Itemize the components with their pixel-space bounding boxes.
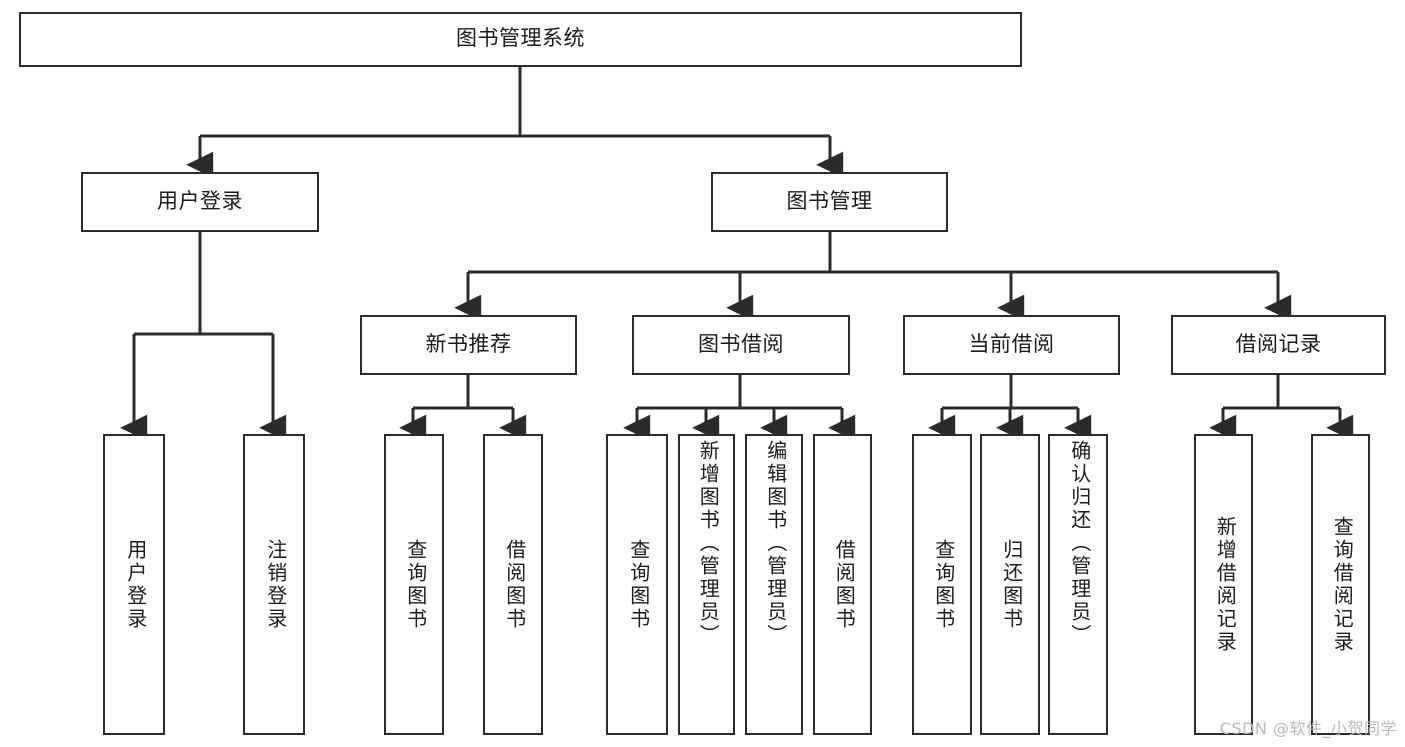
node-label: 查询图书 [626, 538, 649, 631]
node-borrow-record[interactable]: 借阅记录 [1171, 315, 1386, 375]
node-label: 用户登录 [123, 538, 146, 631]
leaf-user-login[interactable]: 用户登录 [103, 434, 165, 735]
leaf-add-borrow-record[interactable]: 新增借阅记录 [1194, 434, 1253, 735]
node-new-book-recommend[interactable]: 新书推荐 [360, 315, 577, 375]
leaf-add-book-admin[interactable]: 新增图书（管理员） [678, 434, 735, 735]
leaf-logout-login[interactable]: 注销登录 [243, 434, 305, 735]
node-root-book-management-system[interactable]: 图书管理系统 [19, 12, 1022, 67]
leaf-query-book-current[interactable]: 查询图书 [912, 434, 972, 735]
node-label: 新书推荐 [425, 332, 512, 356]
node-label: 新增图书（管理员） [696, 440, 719, 647]
leaf-borrow-book-borrow[interactable]: 借阅图书 [813, 434, 872, 735]
node-label: 借阅图书 [832, 538, 855, 631]
node-book-management[interactable]: 图书管理 [711, 172, 948, 232]
leaf-query-book-borrow[interactable]: 查询图书 [606, 434, 668, 735]
node-label: 借阅图书 [502, 538, 525, 631]
leaf-query-borrow-record[interactable]: 查询借阅记录 [1311, 434, 1370, 735]
node-label: 查询图书 [931, 538, 954, 631]
node-label: 编辑图书（管理员） [763, 440, 786, 647]
node-label: 确认归还（管理员） [1067, 440, 1090, 647]
watermark-text: CSDN @软件_小贺同学 [1219, 719, 1397, 738]
node-label: 注销登录 [263, 538, 286, 631]
node-book-borrow[interactable]: 图书借阅 [632, 315, 850, 375]
leaf-confirm-return-admin[interactable]: 确认归还（管理员） [1048, 434, 1108, 735]
leaf-borrow-book-recommend[interactable]: 借阅图书 [483, 434, 543, 735]
leaf-edit-book-admin[interactable]: 编辑图书（管理员） [745, 434, 803, 735]
node-label: 图书管理 [786, 189, 873, 213]
node-label: 用户登录 [157, 189, 243, 213]
node-label: 图书借阅 [698, 332, 784, 356]
node-label: 新增借阅记录 [1213, 515, 1236, 654]
node-current-borrow[interactable]: 当前借阅 [903, 315, 1120, 375]
node-label: 归还图书 [999, 538, 1022, 631]
leaf-query-book-recommend[interactable]: 查询图书 [384, 434, 444, 735]
node-label: 借阅记录 [1235, 332, 1322, 356]
leaf-return-book[interactable]: 归还图书 [980, 434, 1040, 735]
node-user-login[interactable]: 用户登录 [81, 172, 319, 232]
node-label: 查询借阅记录 [1330, 515, 1353, 654]
node-label: 图书管理系统 [456, 27, 585, 51]
node-label: 当前借阅 [968, 332, 1055, 356]
node-label: 查询图书 [403, 538, 426, 631]
